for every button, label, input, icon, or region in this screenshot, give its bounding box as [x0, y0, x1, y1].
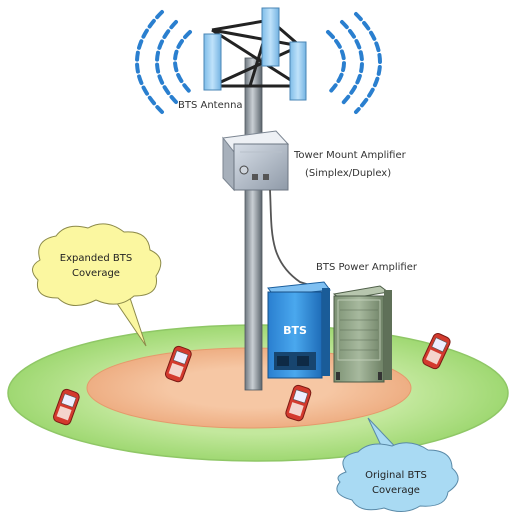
- antenna-lattice: [211, 18, 301, 88]
- tower-amplifier-label-2: (Simplex/Duplex): [305, 168, 391, 179]
- original-coverage-label-1: Original BTS: [365, 470, 427, 481]
- bts-cabinet: BTS: [267, 281, 331, 379]
- original-coverage-label-2: Coverage: [372, 485, 420, 496]
- mobile-phone-icon: [164, 345, 192, 383]
- antenna-panel-icon: [261, 7, 280, 67]
- expanded-coverage-label-1: Expanded BTS: [60, 253, 132, 264]
- feeder-cable: [269, 189, 326, 291]
- signal-wave-icon: [135, 10, 192, 114]
- signal-wave-icon: [326, 12, 382, 114]
- mobile-phone-icon: [285, 384, 312, 422]
- expanded-coverage-label-2: Coverage: [72, 268, 120, 279]
- tower-mount-amplifier: [222, 130, 290, 192]
- bts-antenna-label: BTS Antenna: [178, 100, 243, 111]
- tower-amplifier-label-1: Tower Mount Amplifier: [293, 150, 407, 161]
- mobile-phone-icon: [422, 333, 451, 370]
- antenna-panel-icon: [203, 33, 222, 91]
- antenna-panel-icon: [289, 41, 307, 101]
- bts-unit-label: BTS: [283, 324, 307, 337]
- expanded-coverage-callout: Expanded BTS Coverage: [32, 223, 162, 347]
- original-coverage-callout: Original BTS Coverage: [336, 417, 459, 512]
- tower-pole: [244, 57, 263, 391]
- power-amplifier-label: BTS Power Amplifier: [316, 262, 418, 273]
- mobile-phone-icon: [52, 388, 80, 426]
- power-amplifier-cabinet: [332, 285, 392, 383]
